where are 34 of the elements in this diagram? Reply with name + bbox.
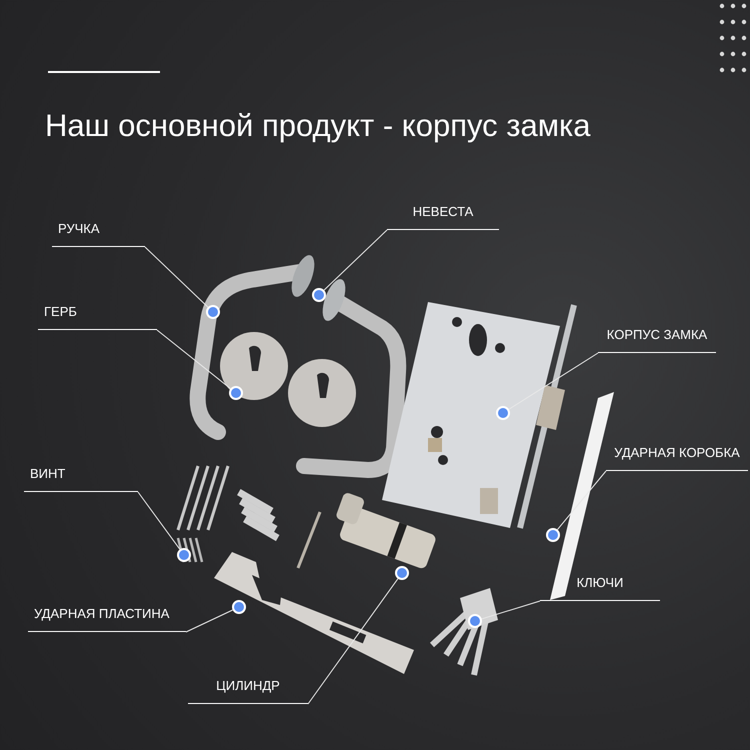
label-text: НЕВЕСТА <box>412 204 474 220</box>
callout-label <box>540 575 660 601</box>
leader-line <box>324 230 388 291</box>
marker-dot <box>229 386 243 400</box>
marker-dot <box>546 528 560 542</box>
callout-label <box>188 678 308 704</box>
leader-line <box>186 609 234 632</box>
label-text: РУЧКА <box>58 221 100 237</box>
callout-label <box>598 327 716 353</box>
label-text: КОРПУС ЗАМКА <box>606 327 708 343</box>
callout-label <box>606 445 748 471</box>
leader-line <box>481 600 540 620</box>
label-text: КЛЮЧИ <box>576 575 624 591</box>
marker-dot <box>177 548 191 562</box>
label-text: УДАРНАЯ КОРОБКА <box>614 445 740 461</box>
callout-label <box>387 204 499 230</box>
leader-line <box>156 330 232 390</box>
callout-label <box>38 304 157 330</box>
leader-line <box>308 578 398 704</box>
label-text: УДАРНАЯ ПЛАСТИНА <box>34 606 170 622</box>
callout-label <box>28 606 186 632</box>
marker-dot <box>312 288 326 302</box>
title: Наш основной продукт - корпус замка <box>45 108 590 144</box>
label-text: ЦИЛИНДР <box>216 678 280 694</box>
leader-line <box>508 352 598 410</box>
marker-dot <box>395 566 409 580</box>
label-text: ГЕРБ <box>44 304 77 320</box>
leader-line <box>556 470 606 530</box>
marker-dot <box>232 600 246 614</box>
callout-label <box>24 466 138 492</box>
label-text: ВИНТ <box>30 466 66 482</box>
callout-label <box>52 221 145 247</box>
leader-line <box>144 246 208 308</box>
leader-line <box>138 492 180 550</box>
